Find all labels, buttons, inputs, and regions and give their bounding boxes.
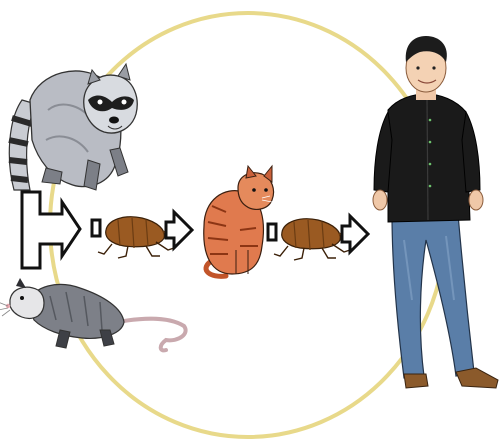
flea-icon — [274, 219, 350, 260]
arrow-cat-to-flea — [268, 224, 276, 240]
arrow-flea-to-human — [342, 216, 368, 252]
opossum-icon — [0, 278, 186, 350]
raccoon-icon — [9, 64, 137, 190]
arrow-flea-to-cat — [166, 212, 192, 248]
arrow-to-flea — [92, 220, 100, 236]
flea-icon — [98, 217, 174, 258]
human-icon — [373, 36, 498, 388]
cat-icon — [204, 166, 274, 276]
